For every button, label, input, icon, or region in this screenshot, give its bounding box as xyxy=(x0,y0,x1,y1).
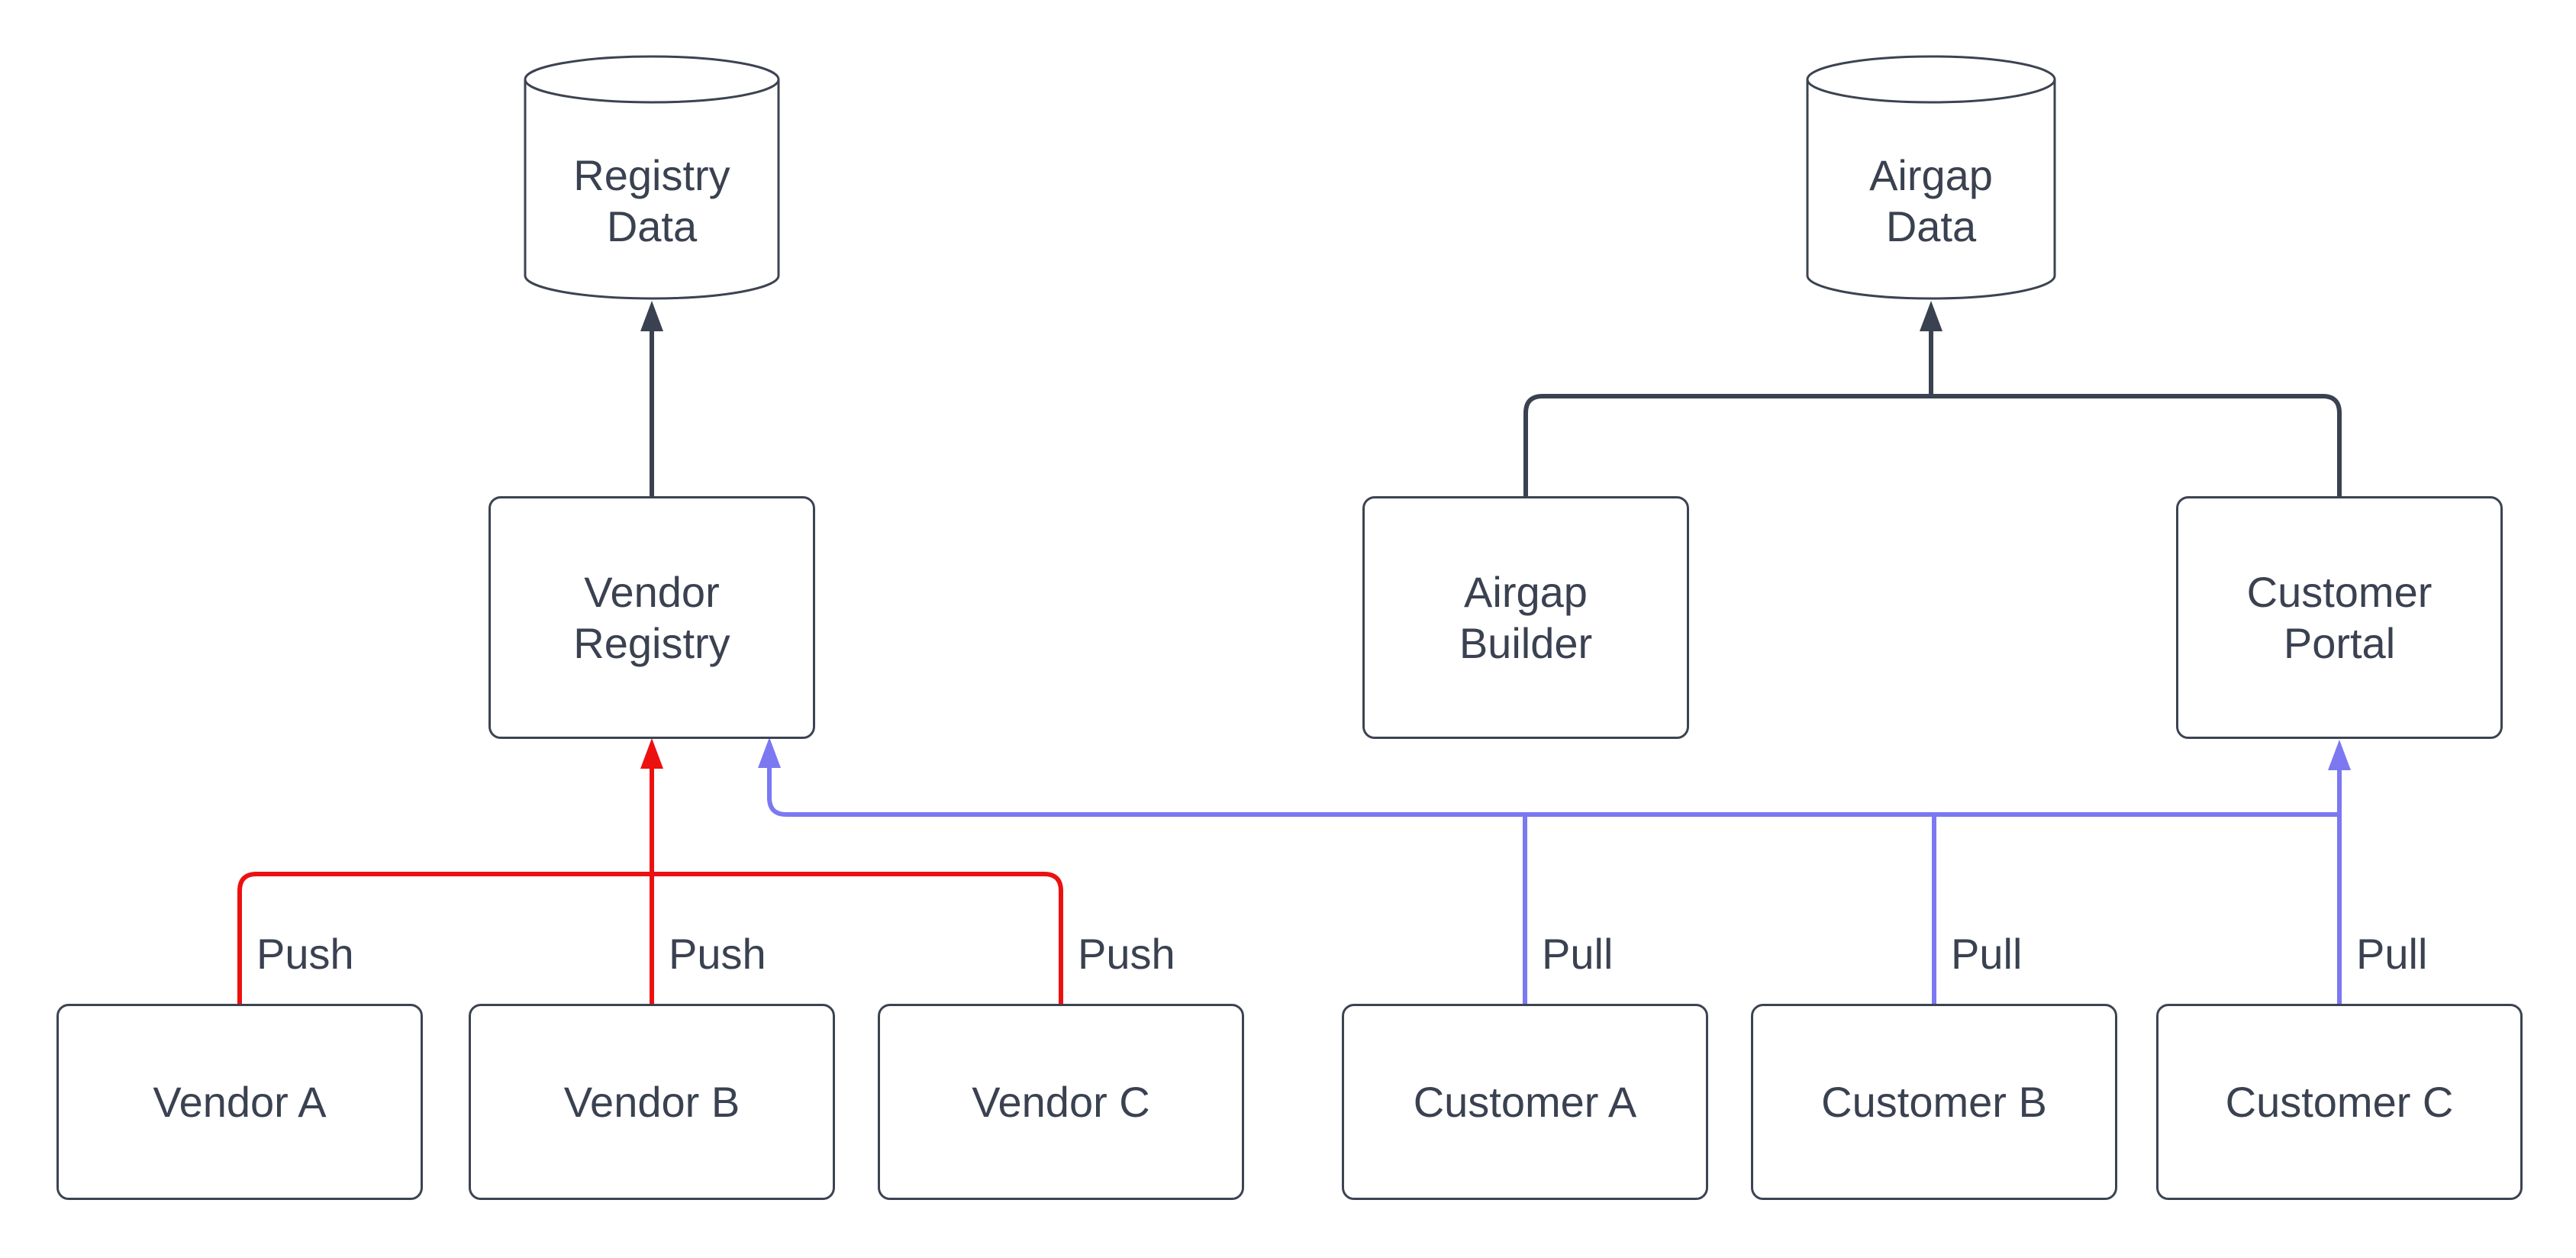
edge-label-push-vendor-a: Push xyxy=(256,930,354,978)
node-customer-b: Customer B xyxy=(1751,1004,2117,1200)
edge-label-push-vendor-b: Push xyxy=(669,930,766,978)
node-vendor-c: Vendor C xyxy=(878,1004,1244,1200)
registry-data-cylinder-body xyxy=(524,79,780,300)
arrowhead-airgap-data xyxy=(1920,301,1942,331)
arrowhead-registry-data xyxy=(640,301,663,331)
node-customer-portal: Customer Portal xyxy=(2176,496,2503,739)
node-airgap-builder: Airgap Builder xyxy=(1362,496,1689,739)
registry-data-cylinder xyxy=(524,55,780,300)
airgap-data-cylinder-body xyxy=(1806,79,2056,300)
arrowhead-push-vendor-registry xyxy=(640,738,663,769)
edge-label-pull-customer-a: Pull xyxy=(1542,930,1614,978)
edge-airgap-tree xyxy=(1523,394,2342,496)
edge-label-push-vendor-c: Push xyxy=(1078,930,1175,978)
airgap-data-cylinder-top xyxy=(1806,55,2056,104)
node-customer-a: Customer A xyxy=(1342,1004,1708,1200)
arrowhead-pull-vendor-registry xyxy=(758,737,781,768)
node-vendor-registry: Vendor Registry xyxy=(488,496,815,739)
edge-label-pull-customer-b: Pull xyxy=(1951,930,2023,978)
node-vendor-a: Vendor A xyxy=(56,1004,423,1200)
airgap-data-cylinder xyxy=(1806,55,2056,300)
node-customer-c: Customer C xyxy=(2156,1004,2523,1200)
node-vendor-b: Vendor B xyxy=(469,1004,835,1200)
arrowhead-pull-customer-portal xyxy=(2328,740,2351,770)
edge-label-pull-customer-c: Pull xyxy=(2356,930,2428,978)
edge-pull-trunk xyxy=(767,766,2339,817)
registry-data-cylinder-top xyxy=(524,55,780,104)
